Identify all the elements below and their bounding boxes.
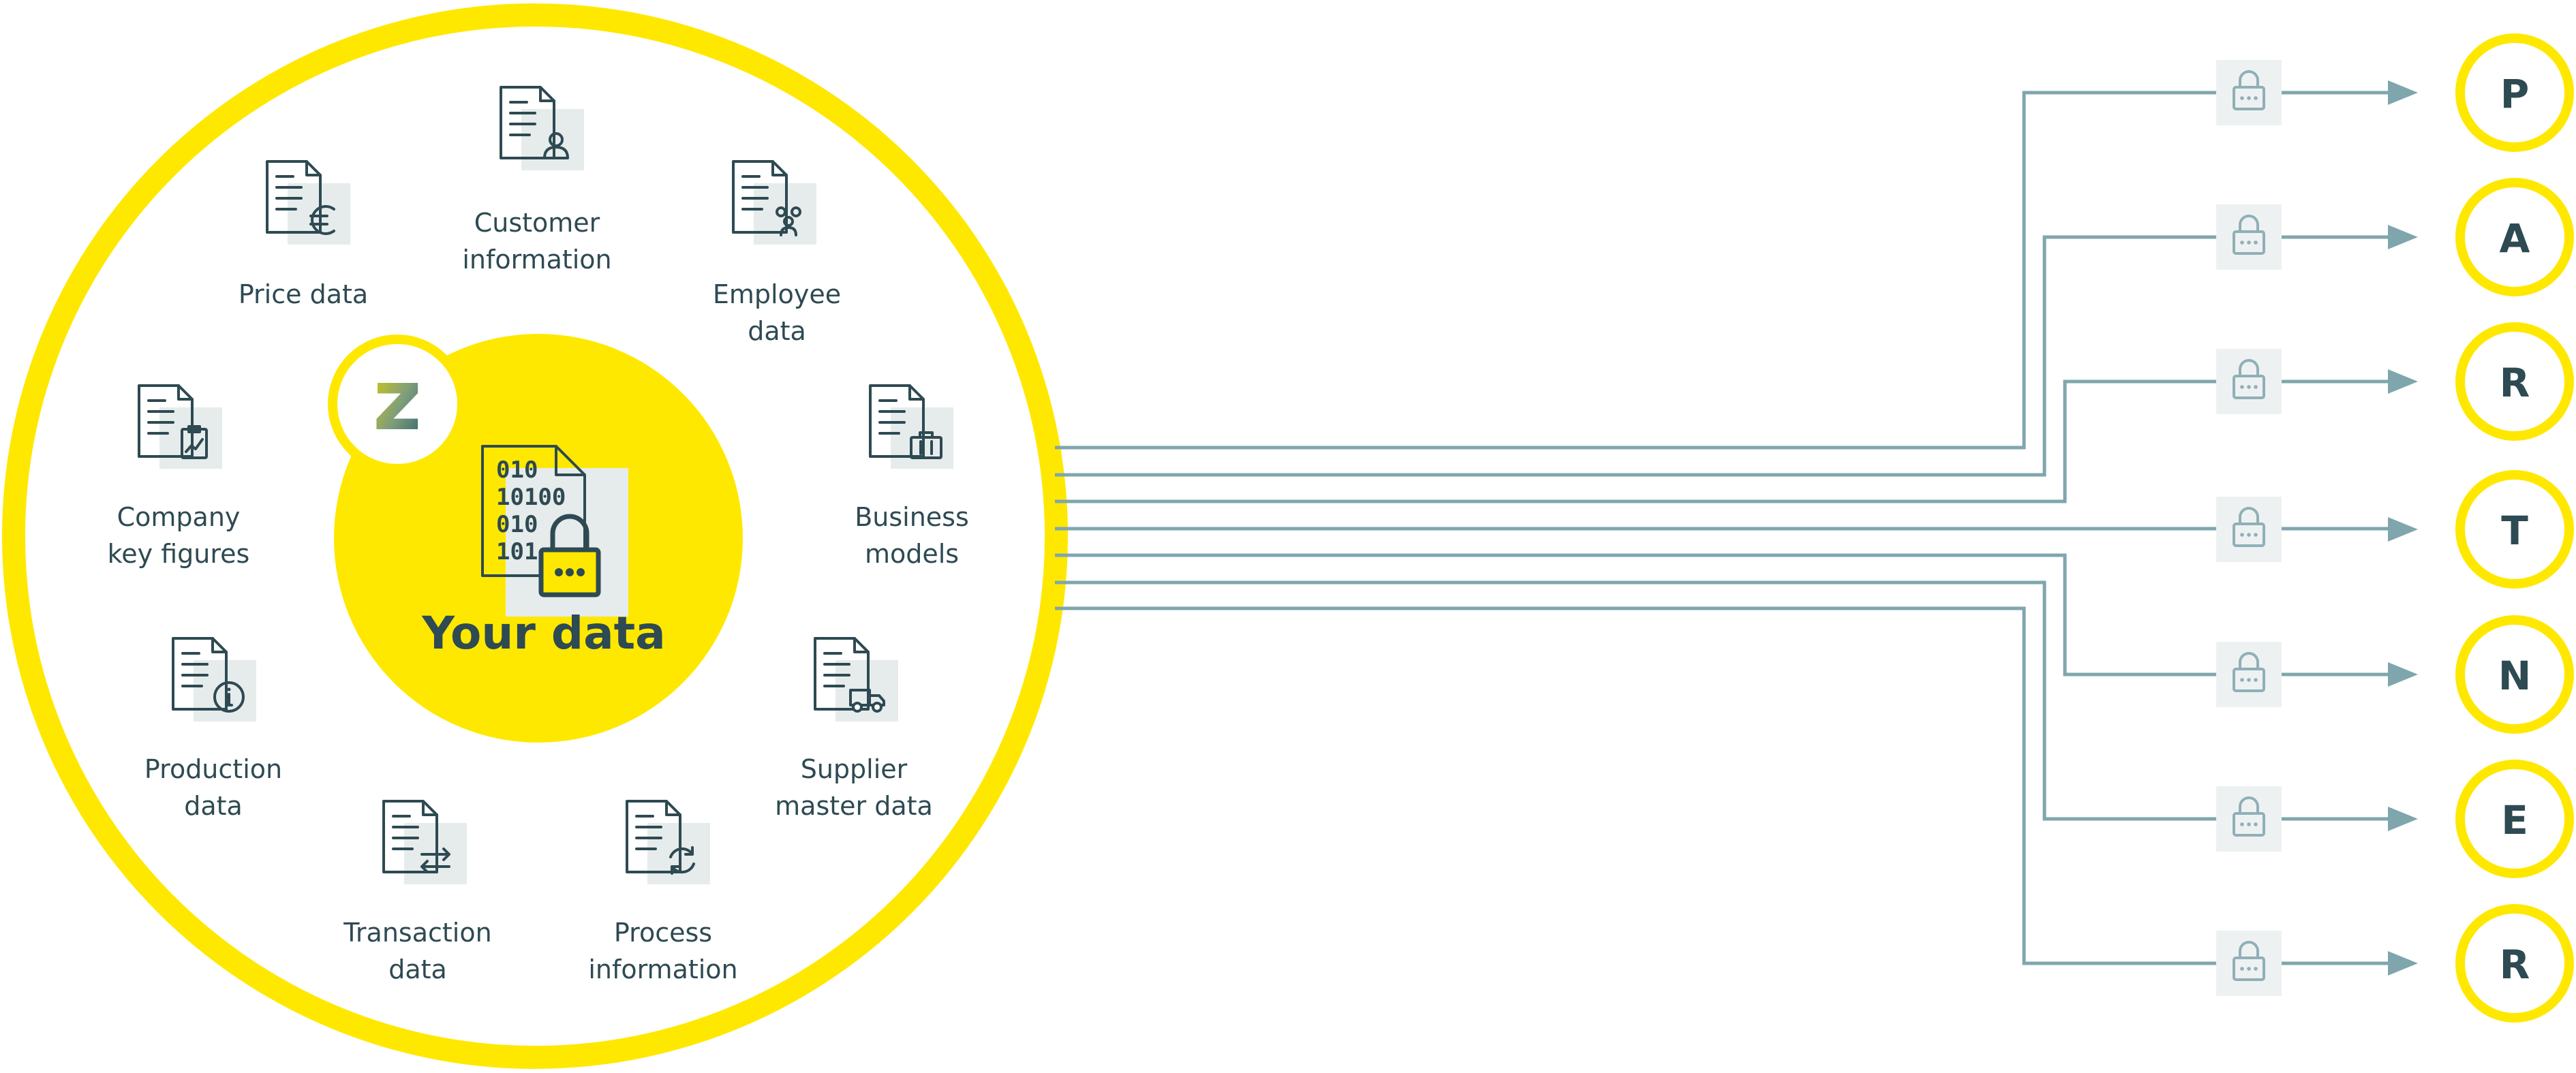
- category-item: Price data: [239, 160, 368, 309]
- connector-line: [1055, 91, 2391, 450]
- partner-letters: P A R T N E R: [2455, 33, 2574, 1023]
- connector-line: [1055, 580, 2391, 821]
- lock-icon: [2216, 642, 2282, 707]
- binary-document-lock-icon: 010 10100 010 101: [481, 445, 628, 617]
- partner-letter: R: [2500, 360, 2530, 406]
- document-refresh-icon: [626, 800, 710, 884]
- category-label: Price data: [239, 279, 368, 309]
- partner-letter-circle: E: [2455, 760, 2574, 878]
- connector-line: [1055, 553, 2391, 677]
- document-exchange-icon: [382, 800, 467, 884]
- lock-icon: [2216, 60, 2282, 125]
- document-info-icon: [172, 637, 256, 721]
- arrow-head-icon: [2388, 662, 2418, 687]
- company-logo-badge: z: [328, 335, 467, 473]
- z-logo-icon: z: [373, 352, 422, 450]
- svg-text:10100: 10100: [496, 484, 566, 511]
- partner-letter: E: [2501, 797, 2528, 843]
- svg-text:010: 010: [496, 511, 538, 538]
- svg-text:101: 101: [496, 538, 538, 565]
- svg-text:010: 010: [496, 456, 538, 484]
- partner-letter-circle: R: [2455, 904, 2574, 1023]
- partner-letter: P: [2500, 71, 2530, 117]
- lock-icon: [2216, 349, 2282, 414]
- your-data-title: Your data: [421, 607, 665, 659]
- lock-icon: [2216, 931, 2282, 996]
- partner-letter-circle: A: [2455, 178, 2574, 296]
- partner-letter: N: [2498, 653, 2532, 699]
- document-people-icon: [732, 160, 816, 245]
- partner-letter-circle: P: [2455, 33, 2574, 152]
- document-truck-icon: [814, 637, 898, 721]
- document-clipboard-chart-icon: [138, 384, 222, 469]
- partner-letter-circle: R: [2455, 322, 2574, 441]
- partner-letter-circle: T: [2455, 470, 2574, 589]
- document-person-icon: [500, 86, 584, 170]
- connector-line: [1055, 235, 2391, 477]
- lock-icon: [2216, 497, 2282, 562]
- partner-letter: T: [2501, 508, 2528, 554]
- partner-letter-circle: N: [2455, 615, 2574, 734]
- lock-icon: [2216, 786, 2282, 852]
- partner-letter: A: [2500, 215, 2530, 262]
- document-briefcase-icon: [869, 384, 953, 469]
- arrow-head-icon: [2388, 517, 2418, 542]
- connector-lines: [1055, 60, 2418, 996]
- connector-line: [1055, 379, 2391, 503]
- arrow-head-icon: [2388, 369, 2418, 394]
- connector-line: [1055, 606, 2391, 965]
- arrow-head-icon: [2388, 80, 2418, 105]
- arrow-head-icon: [2388, 951, 2418, 976]
- partner-letter: R: [2500, 942, 2530, 988]
- lock-icon: [2216, 204, 2282, 270]
- arrow-head-icon: [2388, 807, 2418, 831]
- document-euro-icon: [266, 160, 350, 245]
- arrow-head-icon: [2388, 225, 2418, 249]
